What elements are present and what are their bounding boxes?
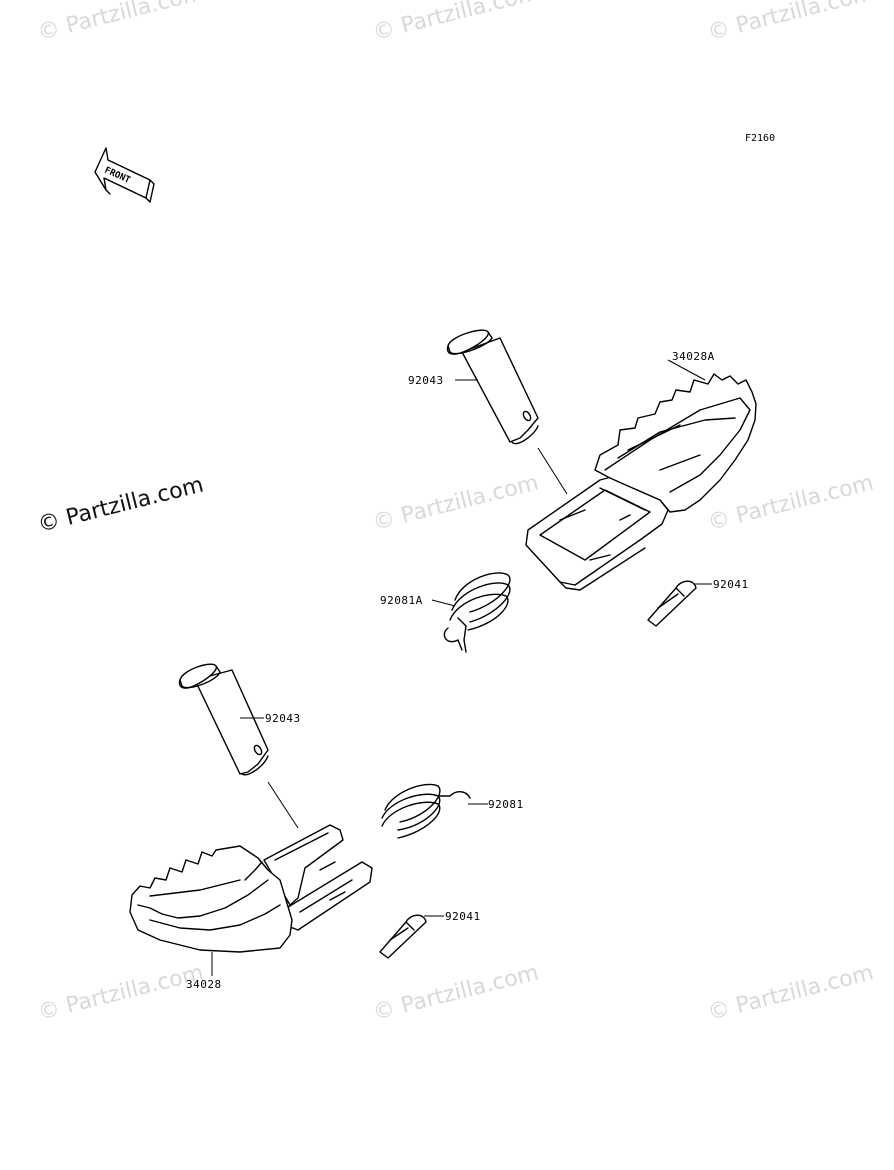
watermark: © Partzilla.com — [370, 470, 541, 535]
lower-pin — [178, 663, 269, 776]
front-arrow-icon: FRONT — [94, 147, 155, 203]
part-label-lower-cotter: 92041 — [445, 910, 481, 923]
leader-line — [667, 359, 706, 381]
watermark: © Partzilla.com — [370, 960, 541, 1025]
assembly-line — [267, 781, 299, 829]
lower-footpeg — [129, 824, 373, 953]
upper-pin — [446, 329, 539, 445]
watermark: © Partzilla.com — [35, 960, 206, 1025]
part-label-lower-footpeg: 34028 — [186, 978, 222, 991]
watermark: © Partzilla.com — [370, 0, 541, 46]
part-label-lower-spring: 92081 — [488, 798, 524, 811]
part-label-upper-footpeg: 34028A — [672, 350, 715, 363]
upper-cotter — [647, 580, 697, 627]
upper-footpeg — [525, 373, 757, 591]
watermark-group: © Partzilla.com © Partzilla.com © Partzi… — [35, 0, 876, 1026]
part-label-upper-pin: 92043 — [408, 374, 444, 387]
lower-spring — [381, 783, 471, 839]
watermark: © Partzilla.com — [705, 0, 876, 46]
lower-cotter — [379, 914, 427, 959]
watermark: © Partzilla.com — [705, 960, 876, 1025]
assembly-line — [537, 447, 568, 495]
part-label-lower-pin: 92043 — [265, 712, 301, 725]
leader-line — [431, 599, 456, 607]
copyright-text: © Partzilla.com — [35, 472, 206, 537]
part-label-upper-spring: 92081A — [380, 594, 423, 607]
watermark: © Partzilla.com — [35, 0, 206, 46]
diagram-code: F2160 — [745, 133, 775, 144]
upper-spring — [443, 572, 511, 653]
watermark: © Partzilla.com — [705, 470, 876, 535]
part-label-upper-cotter: 92041 — [713, 578, 749, 591]
